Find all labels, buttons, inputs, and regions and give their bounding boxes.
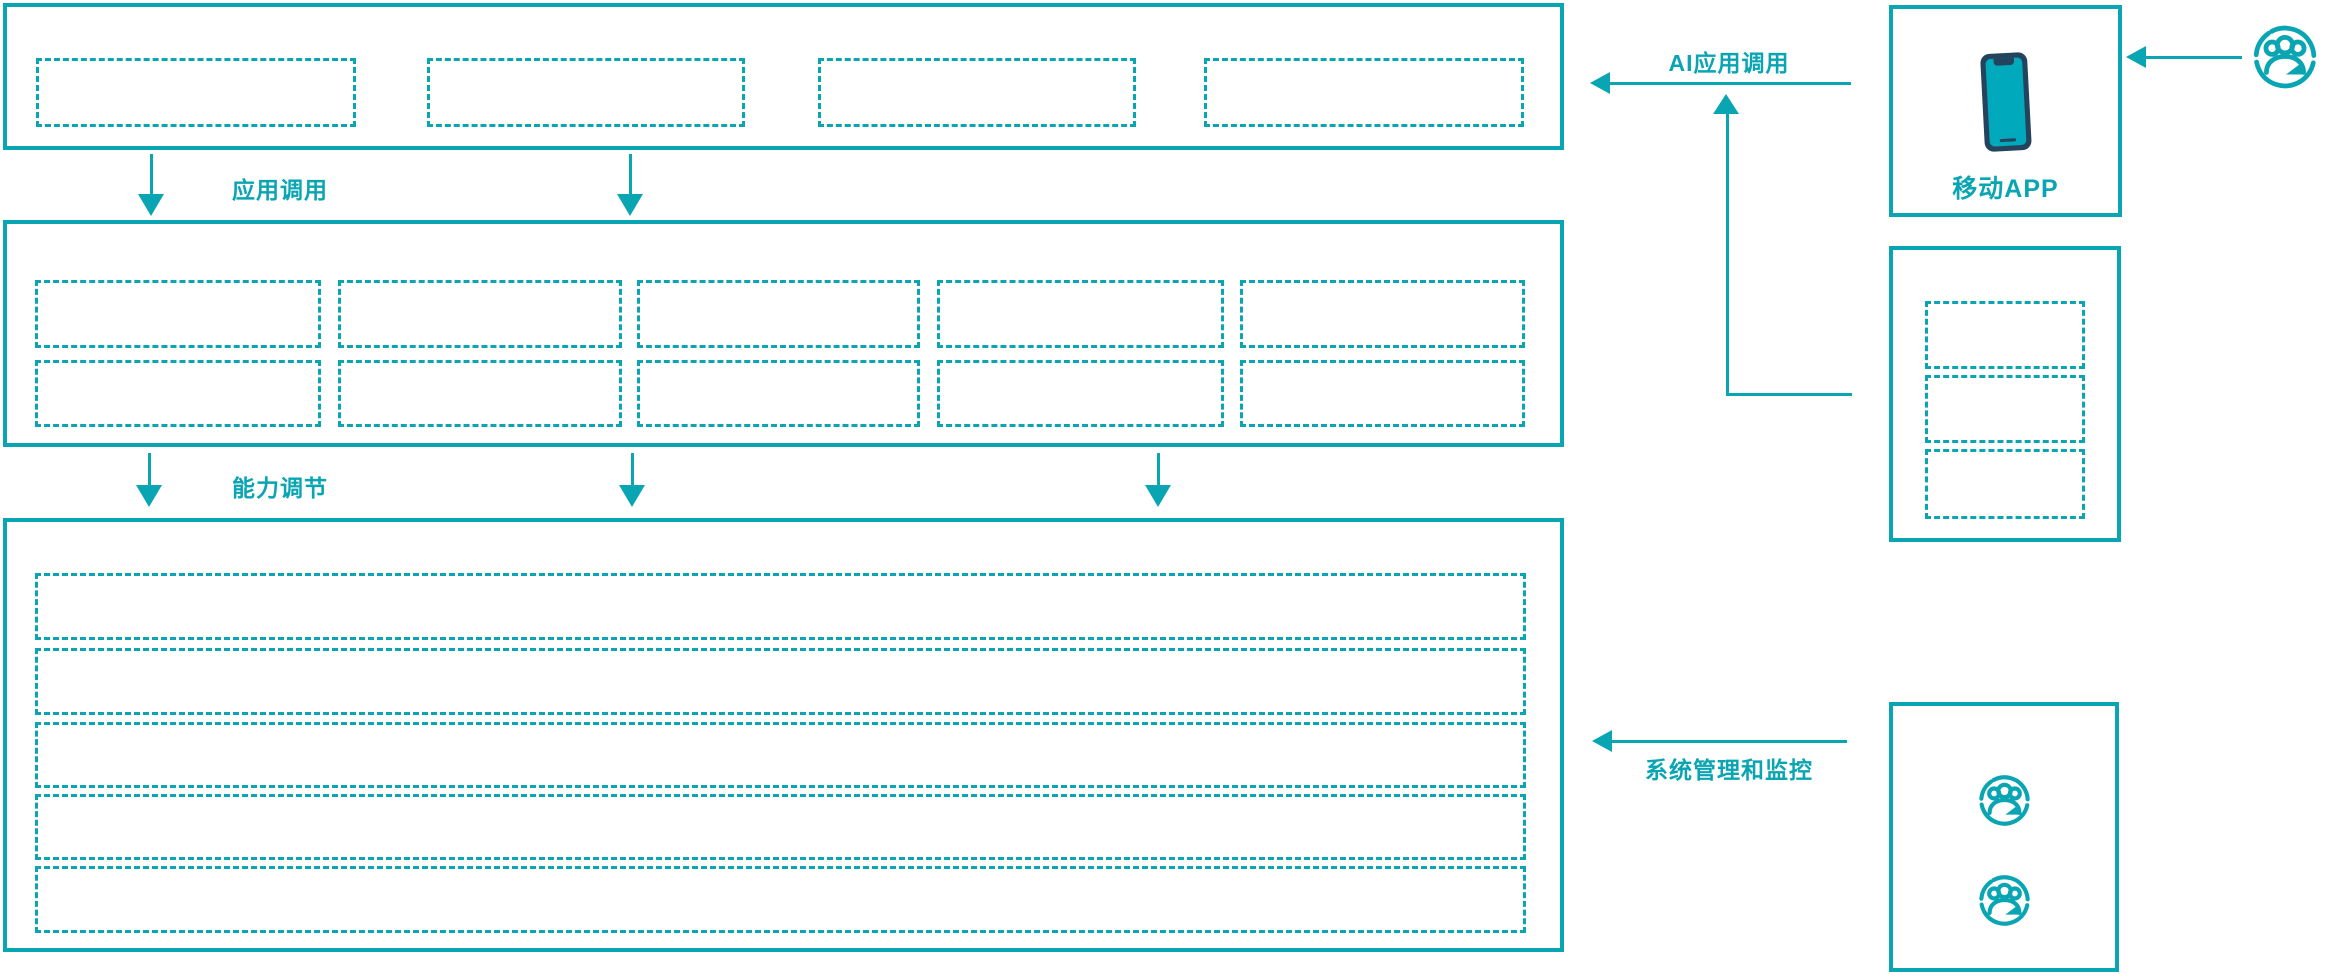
down-arrow-line xyxy=(629,154,632,196)
down-arrow-icon xyxy=(138,194,164,216)
down-arrow-line xyxy=(1157,453,1160,487)
left-arrow-icon xyxy=(1592,730,1612,752)
admin-panel xyxy=(1889,702,2119,972)
placeholder-box xyxy=(637,360,920,427)
capability-layer-box xyxy=(3,220,1564,447)
connector-line xyxy=(1726,393,1852,396)
users-icon xyxy=(1978,874,2031,927)
phone-icon xyxy=(1974,50,2038,156)
placeholder-box xyxy=(1240,360,1525,427)
up-arrow-icon xyxy=(1713,94,1739,114)
placeholder-box xyxy=(35,360,321,427)
placeholder-box xyxy=(818,58,1136,127)
monitor-arrow-line xyxy=(1612,740,1847,743)
placeholder-box xyxy=(338,360,622,427)
down-arrow-icon xyxy=(136,485,162,507)
ai-app-call-label: AI应用调用 xyxy=(1668,50,1790,76)
down-arrow-icon xyxy=(1145,485,1171,507)
placeholder-box xyxy=(36,58,356,127)
placeholder-box xyxy=(1925,449,2085,519)
left-arrow-icon xyxy=(2126,46,2146,68)
users-icon xyxy=(1978,774,2031,827)
app-call-label: 应用调用 xyxy=(232,177,328,203)
placeholder-box xyxy=(427,58,745,127)
placeholder-box xyxy=(35,280,321,348)
down-arrow-icon xyxy=(617,194,643,216)
ai-app-call-arrow-line xyxy=(1610,82,1851,85)
capability-adjust-label: 能力调节 xyxy=(232,475,328,501)
placeholder-box xyxy=(637,280,920,348)
down-arrow-line xyxy=(150,154,153,196)
platform-layer-box xyxy=(3,518,1564,952)
down-arrow-icon xyxy=(619,485,645,507)
placeholder-box xyxy=(1925,375,2085,443)
placeholder-box xyxy=(937,280,1224,348)
down-arrow-line xyxy=(631,453,634,487)
placeholder-box xyxy=(1925,301,2085,369)
system-monitor-label: 系统管理和监控 xyxy=(1645,757,1813,783)
left-arrow-icon xyxy=(1590,72,1610,94)
connector-line xyxy=(1726,112,1729,395)
placeholder-row xyxy=(35,648,1526,715)
placeholder-row xyxy=(35,794,1526,860)
placeholder-box xyxy=(1240,280,1525,348)
users-icon xyxy=(2252,24,2318,90)
mobile-app-label: 移动APP xyxy=(1952,175,2059,203)
placeholder-box xyxy=(338,280,622,348)
placeholder-box xyxy=(1204,58,1524,127)
placeholder-row xyxy=(35,866,1526,933)
user-arrow-line xyxy=(2146,56,2242,59)
placeholder-box xyxy=(937,360,1224,427)
placeholder-row xyxy=(35,573,1526,640)
down-arrow-line xyxy=(148,453,151,487)
placeholder-row xyxy=(35,722,1526,788)
